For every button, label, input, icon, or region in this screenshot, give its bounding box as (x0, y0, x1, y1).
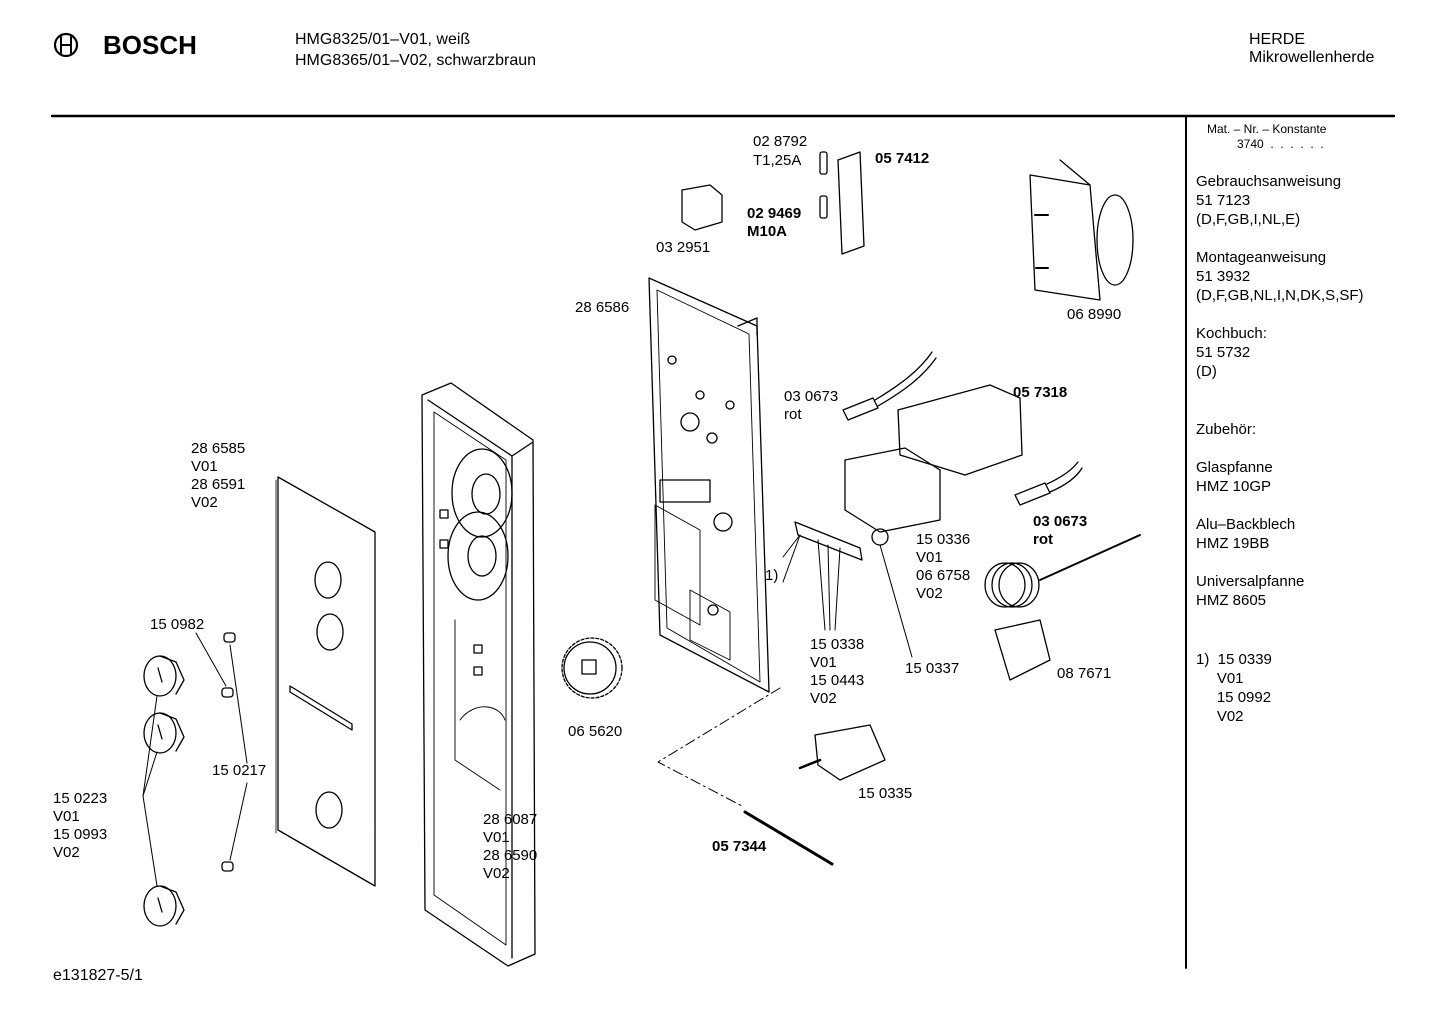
fuse-t125a (819, 151, 828, 175)
control-knob-bottom (143, 885, 185, 927)
timer-motor (1029, 159, 1134, 301)
montage-title: Montageanweisung (1196, 249, 1327, 266)
label-footnote-1: 1) (765, 567, 779, 584)
leader-lines (142, 534, 913, 887)
document-id: e131827-5/1 (53, 967, 143, 984)
category: HERDE (1249, 31, 1306, 48)
label-02-8792: 02 8792 (753, 133, 808, 150)
kochbuch-lang: (D) (1196, 363, 1217, 380)
fuse-m10a (819, 195, 828, 219)
gebrauch-lang: (D,F,GB,I,NL,E) (1196, 211, 1301, 228)
drive-shaft (743, 810, 834, 866)
indicator-lamp-lower (1014, 461, 1083, 506)
label-15-0336: 15 0336 V01 06 6758 V02 (916, 531, 971, 602)
mat-nr-heading: Mat. – Nr. – Konstante (1207, 122, 1327, 136)
thermostat-coil (984, 534, 1141, 608)
knob-pin-bottom (221, 861, 234, 872)
label-06-8990: 06 8990 (1067, 306, 1122, 323)
label-15-0217: 15 0217 (212, 762, 267, 779)
zubehoer-title: Zubehör: (1196, 421, 1257, 438)
universalpfanne-title: Universalpfanne (1196, 573, 1305, 590)
relay-switch (681, 184, 723, 231)
label-08-7671: 08 7671 (1057, 665, 1112, 682)
knob-pin-middle (221, 687, 234, 698)
rear-mounting-plate (648, 277, 770, 693)
label-15-0338: 15 0338 V01 15 0443 V02 (810, 636, 865, 707)
alu-backblech-title: Alu–Backblech (1196, 516, 1296, 533)
label-m10a: M10A (747, 223, 788, 240)
control-knob-middle (143, 712, 185, 754)
model-line-1: HMG8325/01–V01, weiß (295, 31, 471, 48)
front-fascia-panel (275, 476, 376, 887)
kochbuch-nr: 51 5732 (1196, 344, 1251, 361)
label-28-6586: 28 6586 (575, 299, 630, 316)
label-15-0335: 15 0335 (858, 785, 913, 802)
knob-pin-top (223, 632, 236, 643)
inner-frame (421, 382, 536, 967)
gebrauch-title: Gebrauchsanweisung (1196, 173, 1342, 190)
indicator-lamp-upper (842, 351, 937, 421)
label-02-9469: 02 9469 (747, 205, 802, 222)
label-15-0982: 15 0982 (150, 616, 205, 633)
thermostat-body (994, 619, 1051, 681)
glaspfanne-title: Glaspfanne (1196, 459, 1273, 476)
assembly-line (657, 687, 781, 807)
gear-wheel (561, 637, 623, 699)
label-28-6585: 28 6585 V01 28 6591 V02 (191, 440, 246, 511)
montage-lang: (D,F,GB,NL,I,N,DK,S,SF) (1196, 287, 1364, 304)
label-15-0223: 15 0223 V01 15 0993 V02 (53, 790, 108, 861)
label-05-7412: 05 7412 (875, 150, 930, 167)
label-03-0673-lower: 03 0673 rot (1033, 513, 1088, 548)
bosch-logo-icon (53, 32, 79, 58)
brand-name: BOSCH (103, 30, 197, 60)
label-03-2951: 03 2951 (656, 239, 711, 256)
mat-nr-value: 3740 . . . . . . (1237, 137, 1324, 151)
selector-switch (798, 724, 886, 781)
universalpfanne-nr: HMZ 8605 (1196, 592, 1267, 609)
label-05-7318: 05 7318 (1013, 384, 1068, 401)
footnote-parts: 1) 15 0339 V01 15 0992 V02 (1196, 651, 1272, 725)
gebrauch-nr: 51 7123 (1196, 192, 1251, 209)
label-06-5620: 06 5620 (568, 723, 623, 740)
push-button-caps (794, 521, 863, 561)
kochbuch-title: Kochbuch: (1196, 325, 1267, 342)
label-15-0337: 15 0337 (905, 660, 960, 677)
glaspfanne-nr: HMZ 10GP (1196, 478, 1272, 495)
montage-nr: 51 3932 (1196, 268, 1251, 285)
fuse-holder (837, 151, 865, 255)
push-button-switch-block (897, 384, 1023, 476)
potentiometer-assembly (844, 447, 941, 533)
label-03-0673-upper: 03 0673 rot (784, 388, 839, 423)
label-28-6087: 28 6087 V01 28 6590 V02 (483, 811, 538, 882)
model-line-2: HMG8365/01–V02, schwarzbraun (295, 52, 537, 69)
subcategory: Mikrowellenherde (1249, 49, 1375, 66)
alu-backblech-nr: HMZ 19BB (1196, 535, 1270, 552)
label-05-7344: 05 7344 (712, 838, 767, 855)
label-t125a: T1,25A (753, 152, 802, 169)
control-knob-top (143, 655, 185, 697)
